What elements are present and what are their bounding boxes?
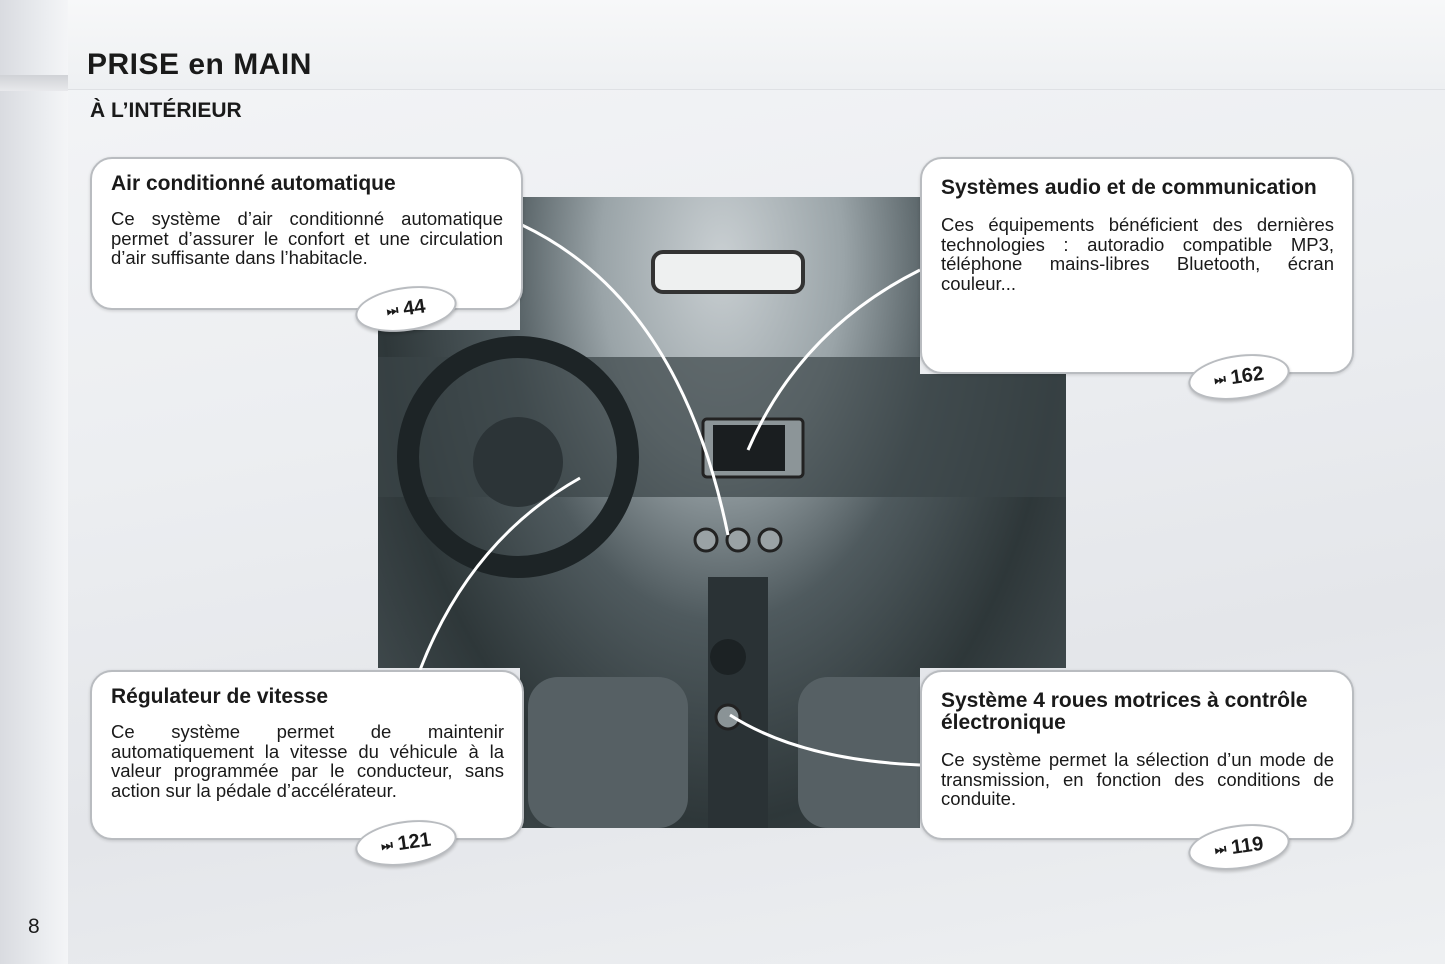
page-reference-icon: ⏭ bbox=[385, 302, 398, 319]
page-number: 8 bbox=[28, 915, 40, 938]
section-subtitle: À L’INTÉRIEUR bbox=[90, 99, 242, 122]
margin-tab bbox=[0, 75, 68, 91]
callout-text: Ce système permet la sélection d’un mode… bbox=[941, 749, 1334, 809]
callout-text: Ces équipements bénéficient des dernière… bbox=[941, 214, 1334, 294]
callout-air-conditioning: Air conditionné automatique Ce système d… bbox=[90, 157, 523, 310]
page-reference-icon: ⏭ bbox=[380, 837, 392, 854]
callout-title: Systèmes audio et de communication bbox=[941, 176, 1317, 199]
callout-4wd-control: Système 4 roues motrices à contrôle élec… bbox=[920, 670, 1354, 840]
page-reference-icon: ⏭ bbox=[1213, 841, 1226, 858]
header-band bbox=[68, 0, 1445, 90]
page-margin-strip bbox=[0, 0, 68, 964]
callout-audio-communication: Systèmes audio et de communication Ces é… bbox=[920, 157, 1354, 374]
callout-title: Régulateur de vitesse bbox=[111, 685, 329, 708]
callout-text: Ce système d’air conditionné automatique… bbox=[111, 208, 503, 268]
callout-cruise-control: Régulateur de vitesse Ce système permet … bbox=[90, 670, 524, 840]
page-reference-icon: ⏭ bbox=[1213, 371, 1225, 388]
callout-text: Ce système permet de maintenir automatiq… bbox=[111, 721, 504, 801]
page-ref: 119 bbox=[1229, 832, 1265, 859]
page-ref: 44 bbox=[401, 294, 427, 320]
page-title: PRISE en MAIN bbox=[87, 48, 312, 81]
rearview-mirror bbox=[651, 250, 805, 294]
page-ref: 162 bbox=[1229, 362, 1266, 389]
callout-title: Air conditionné automatique bbox=[111, 172, 396, 195]
page-ref: 121 bbox=[396, 828, 433, 855]
callout-title: Système 4 roues motrices à contrôle élec… bbox=[941, 689, 1308, 734]
